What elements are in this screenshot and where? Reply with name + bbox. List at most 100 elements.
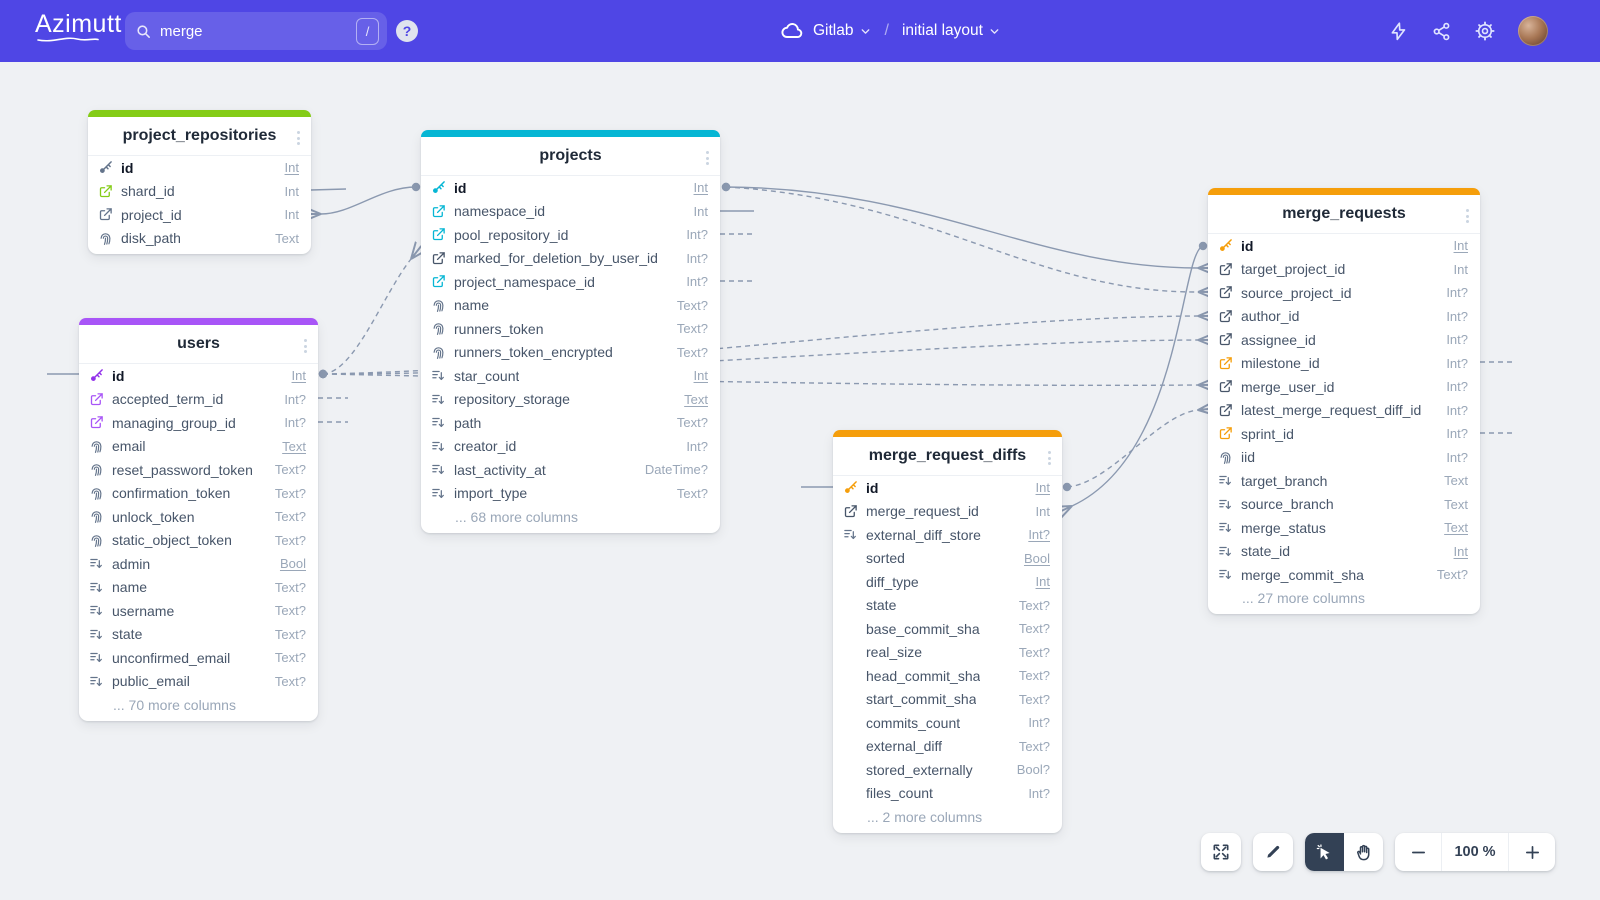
share-button[interactable] <box>1431 21 1452 42</box>
project-selector[interactable]: Gitlab <box>813 22 872 40</box>
pan-hand-button[interactable] <box>1344 833 1383 871</box>
more-columns[interactable]: ... 2 more columns <box>867 808 983 825</box>
table-header[interactable]: merge_requests <box>1208 195 1480 234</box>
table-header[interactable]: users <box>79 325 318 364</box>
table-header[interactable]: merge_request_diffs <box>833 437 1062 476</box>
more-columns[interactable]: ... 68 more columns <box>455 508 578 525</box>
table-menu-button[interactable] <box>1464 207 1471 225</box>
column-type: Int <box>1035 480 1050 496</box>
quick-actions-button[interactable] <box>1388 21 1409 42</box>
layout-selector[interactable]: initial layout <box>902 22 1001 40</box>
table-menu-button[interactable] <box>1046 449 1053 467</box>
table-header[interactable]: project_repositories <box>88 117 311 156</box>
table-menu-button[interactable] <box>295 129 302 147</box>
app-logo[interactable]: Azimutt <box>35 11 122 44</box>
edit-button[interactable] <box>1253 833 1293 871</box>
settings-button[interactable] <box>1474 20 1496 42</box>
fit-to-screen-button[interactable] <box>1201 833 1241 871</box>
column-name: commits_count <box>866 714 961 731</box>
table-menu-button[interactable] <box>704 149 711 167</box>
user-avatar[interactable] <box>1518 16 1548 46</box>
zoom-out-button[interactable] <box>1395 833 1441 871</box>
table-header[interactable]: projects <box>421 137 720 176</box>
more-columns[interactable]: ... 70 more columns <box>113 696 236 713</box>
table-menu-button[interactable] <box>302 337 309 355</box>
zoom-in-button[interactable] <box>1509 833 1555 871</box>
search-input[interactable]: merge / <box>125 12 387 50</box>
column-type: Text? <box>1018 691 1050 707</box>
select-cursor-button[interactable] <box>1305 833 1344 871</box>
unique-icon <box>431 298 446 313</box>
help-button[interactable]: ? <box>396 20 418 42</box>
column-type: Text? <box>274 603 306 619</box>
more-columns[interactable]: ... 27 more columns <box>1242 590 1365 607</box>
